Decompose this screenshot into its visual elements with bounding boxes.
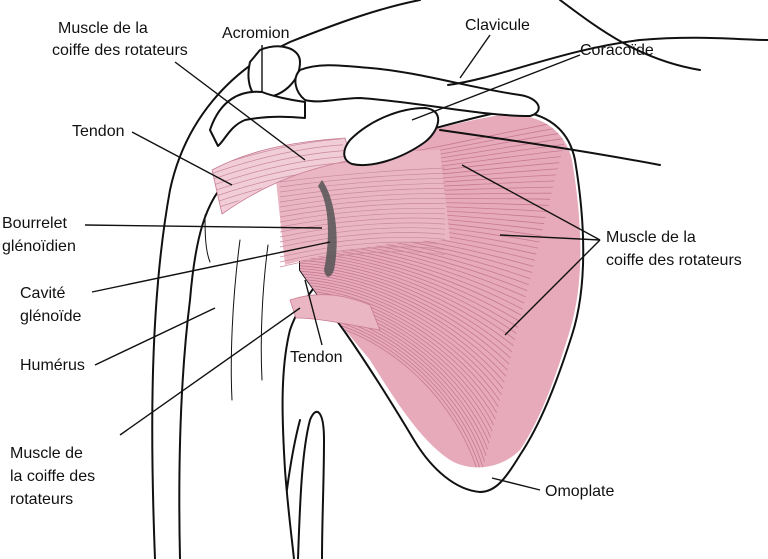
label-clavicule: Clavicule — [465, 17, 530, 34]
leader-clavicule — [459, 34, 491, 79]
leader-muscle-right-c — [504, 239, 601, 336]
leader-tendon-bottom — [304, 279, 323, 346]
leader-cavite — [91, 241, 331, 293]
label-muscle-right-2: coiffe des rotateurs — [606, 252, 742, 269]
shoulder-right-line — [439, 129, 661, 166]
acromion-bone — [247, 45, 301, 100]
band-fiber — [279, 232, 446, 248]
clavicle-top-line — [447, 36, 768, 86]
band-fiber — [279, 203, 446, 218]
upper-muscle-band — [276, 150, 450, 265]
band-fiber — [279, 227, 446, 243]
leader-muscle-bottom — [119, 307, 301, 436]
label-muscle-top-1: Muscle de la — [58, 20, 148, 37]
label-muscle-bottom-3: rotateurs — [10, 491, 73, 508]
humerus-line-3 — [260, 244, 269, 381]
label-tendon-bottom: Tendon — [290, 349, 343, 366]
clavicle-bone — [294, 64, 540, 117]
muscle-fiber — [300, 276, 505, 383]
label-humerus: Humérus — [20, 357, 85, 374]
band-fiber — [279, 172, 446, 188]
upper-band-fibers — [279, 167, 446, 268]
coracoid-bone — [343, 107, 440, 166]
band-fiber — [279, 167, 446, 183]
label-coracoide: Coracoïde — [580, 42, 654, 59]
label-muscle-top-2: coiffe des rotateurs — [52, 42, 188, 59]
neck-outline — [559, 0, 701, 71]
band-fiber — [279, 241, 446, 258]
band-fiber — [279, 251, 446, 268]
band-fiber — [279, 177, 446, 193]
lower-muscle-band — [289, 294, 381, 331]
label-bourrelet-1: Bourrelet — [2, 215, 67, 232]
label-omoplate: Omoplate — [545, 483, 614, 500]
label-acromion: Acromion — [222, 25, 290, 42]
band-fiber — [279, 222, 446, 238]
label-cavite-2: glénoïde — [20, 308, 81, 325]
shaft-cutout — [297, 410, 325, 559]
label-muscle-right-1: Muscle de la — [606, 229, 696, 246]
leader-muscle-right-b — [499, 234, 601, 241]
band-fiber — [279, 212, 446, 228]
label-bourrelet-2: glénoïdien — [2, 238, 76, 255]
leader-humerus — [94, 307, 216, 366]
muscle-fiber — [300, 287, 499, 408]
leader-tendon-left — [131, 131, 233, 186]
band-fiber — [279, 198, 446, 213]
leader-omoplate — [491, 477, 541, 491]
muscle-fiber — [300, 281, 502, 395]
tendon-fiber — [212, 155, 350, 189]
leader-muscle-right-a — [461, 164, 601, 241]
muscle-fiber — [300, 289, 498, 414]
leader-muscle-top — [174, 61, 306, 161]
tendon-fiber — [212, 143, 350, 177]
humerus-line-1 — [204, 214, 211, 263]
label-muscle-bottom-1: Muscle de — [10, 445, 83, 462]
label-muscle-bottom-2: la coiffe des — [10, 468, 95, 485]
tendon-fiber — [212, 149, 350, 183]
label-tendon-left: Tendon — [72, 123, 125, 140]
tendon-fiber — [212, 161, 350, 195]
muscle-fiber — [300, 278, 504, 389]
body-outline — [151, 0, 421, 559]
band-fiber — [279, 182, 446, 198]
band-fiber — [279, 207, 446, 223]
glenoid-labrum — [318, 180, 337, 277]
band-fiber — [279, 188, 446, 203]
band-fiber — [279, 193, 446, 208]
leader-coracoide — [411, 54, 581, 121]
acromion-arc — [209, 90, 306, 147]
label-cavite-1: Cavité — [20, 285, 65, 302]
muscle-fiber — [300, 284, 501, 401]
leader-bourrelet — [84, 224, 323, 229]
band-fiber — [279, 246, 446, 263]
muscle-fiber — [300, 273, 507, 377]
